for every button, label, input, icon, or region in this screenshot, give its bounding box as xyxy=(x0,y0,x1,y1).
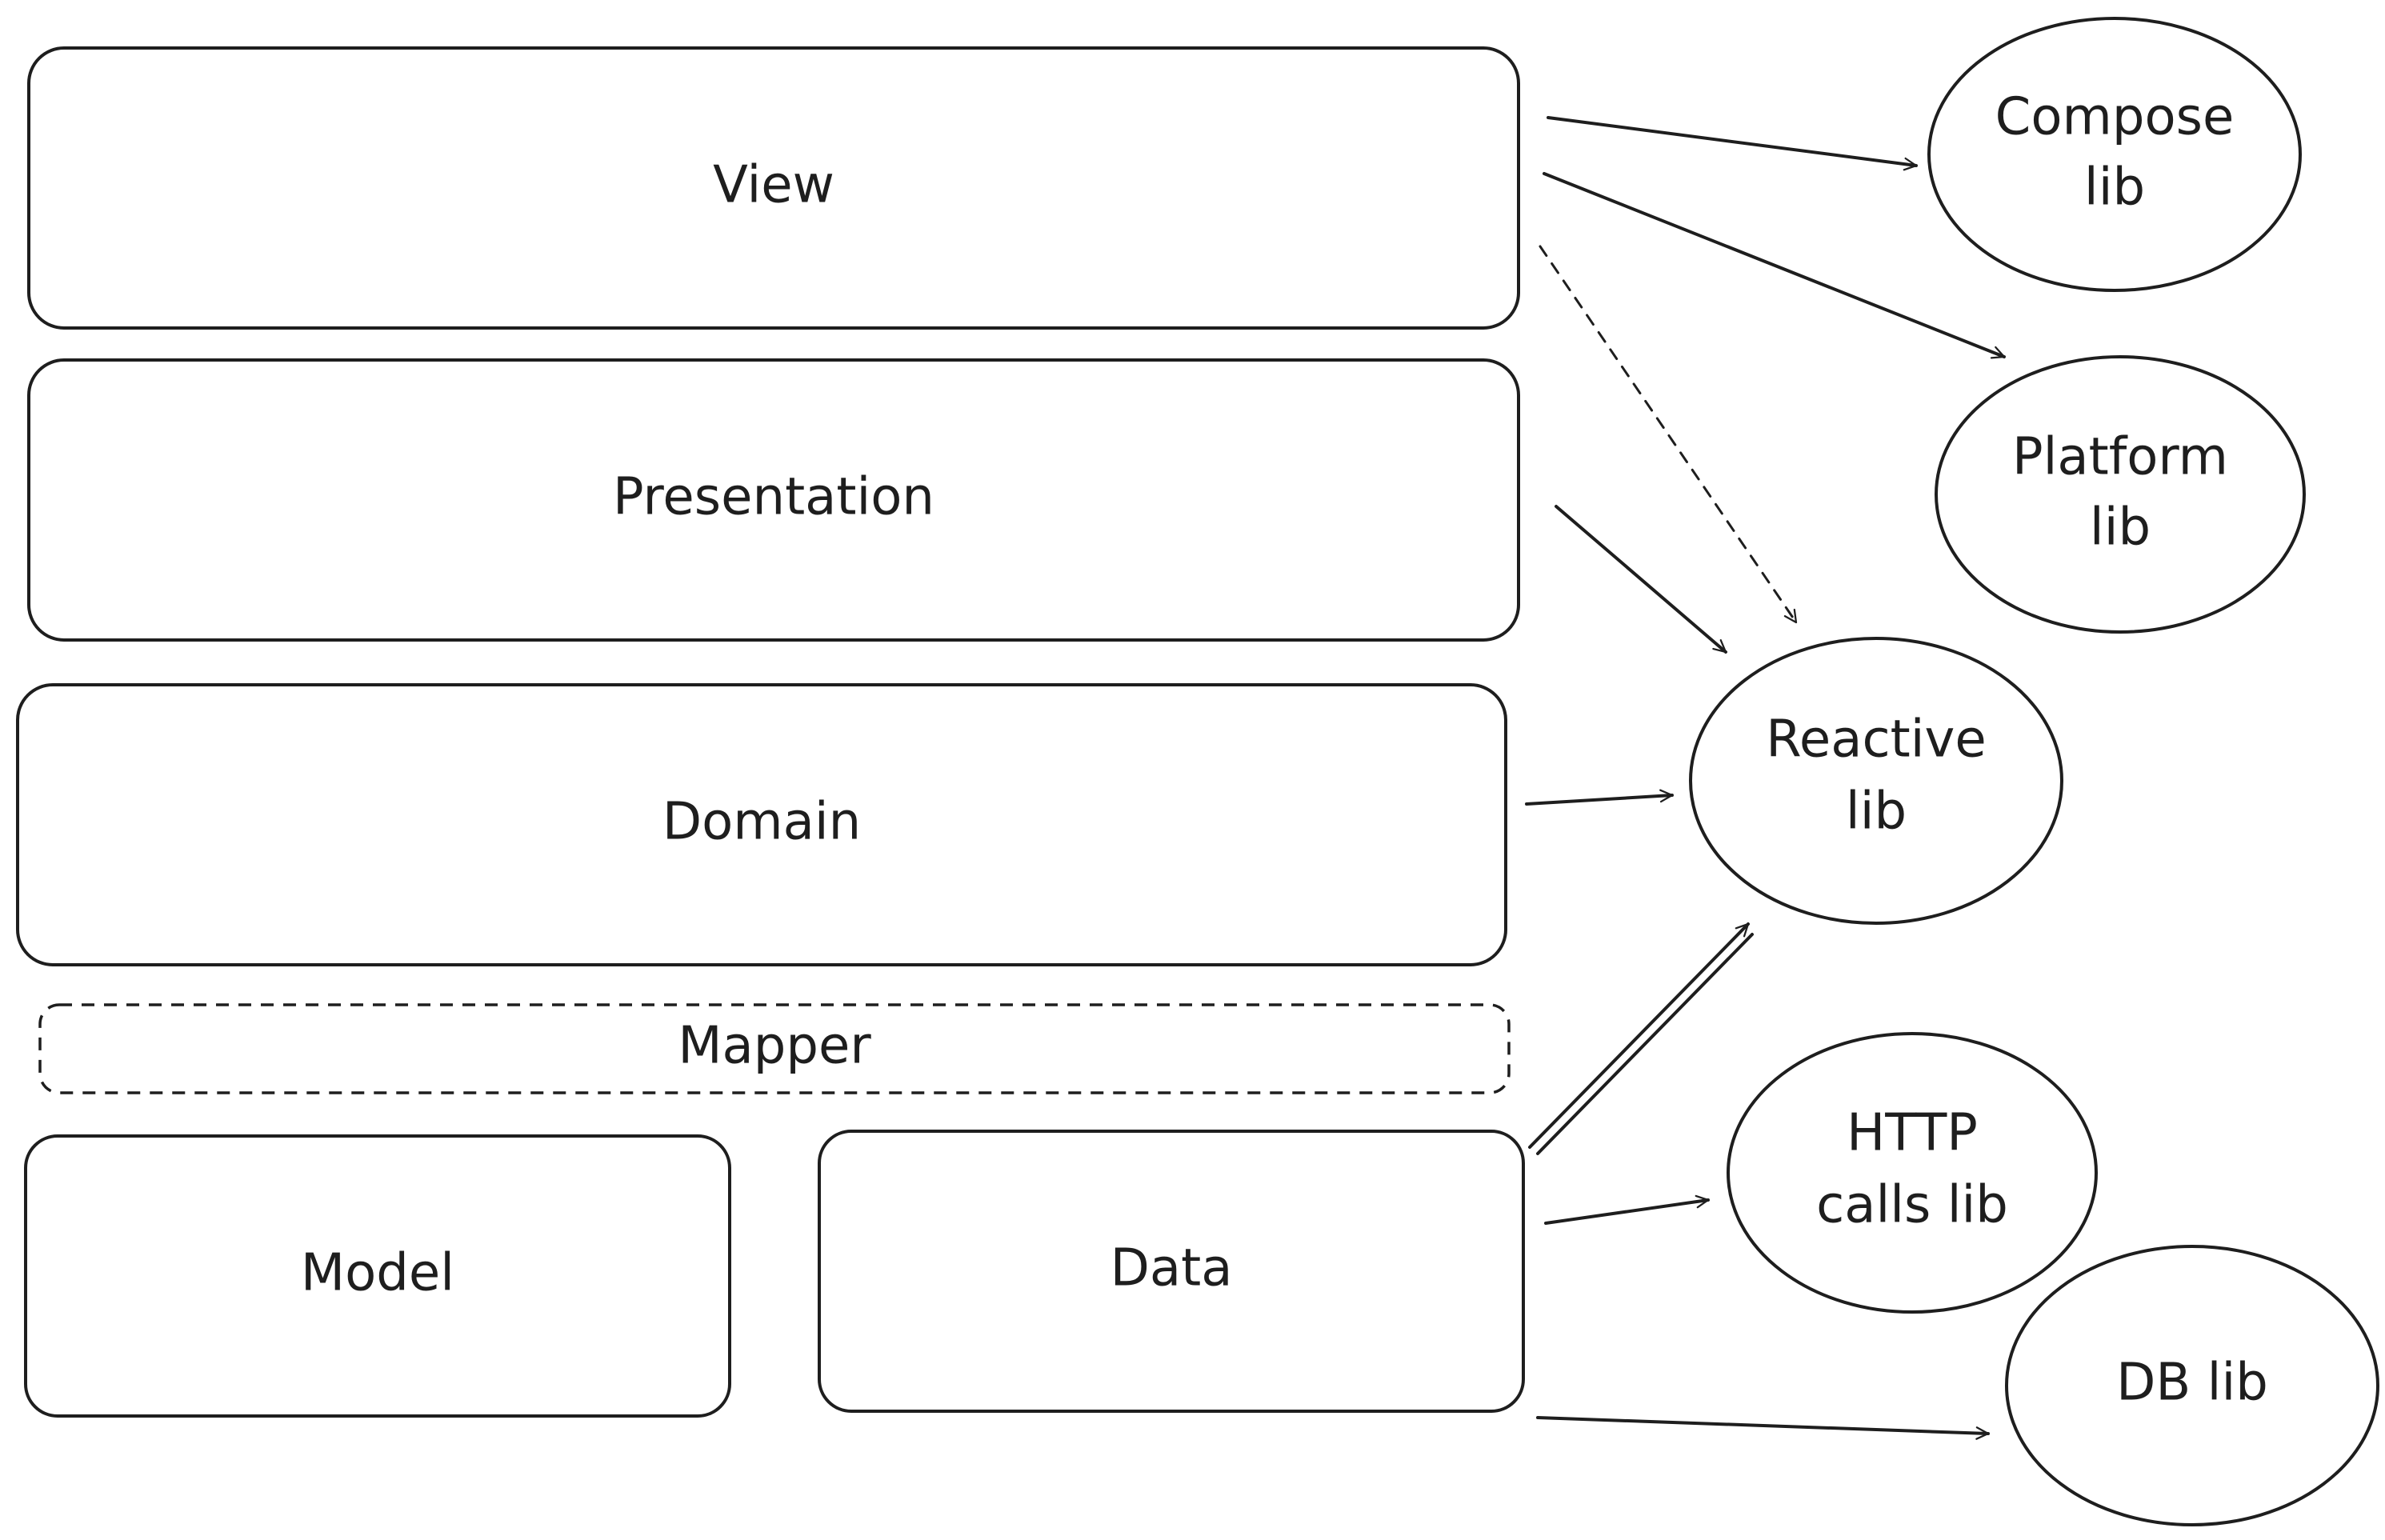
arrow-view-to-compose xyxy=(1547,116,1918,171)
data-label: Data xyxy=(1110,1239,1233,1298)
domain-layer[interactable]: Domain xyxy=(16,683,1507,966)
reactive-lib-label-line2: lib xyxy=(1846,782,1907,842)
http-lib-node[interactable]: HTTP calls lib xyxy=(1727,1032,2098,1314)
data-layer[interactable]: Data xyxy=(818,1130,1525,1413)
compose-lib-label-line1: Compose xyxy=(1995,88,2235,147)
presentation-layer[interactable]: Presentation xyxy=(27,358,1520,642)
mapper-label: Mapper xyxy=(678,1017,871,1076)
reactive-lib-label-line1: Reactive xyxy=(1766,710,1987,770)
reactive-lib-node[interactable]: Reactive lib xyxy=(1689,637,2063,925)
presentation-label: Presentation xyxy=(613,468,934,527)
arrow-presentation-to-reactive xyxy=(1555,505,1727,654)
arrow-view-to-reactive-dashed xyxy=(1539,245,1798,624)
arrow-domain-to-reactive xyxy=(1525,789,1674,806)
db-lib-label: DB lib xyxy=(2116,1354,2268,1413)
compose-lib-label-line2: lib xyxy=(2084,158,2145,218)
platform-lib-label-line1: Platform xyxy=(2012,428,2228,487)
platform-lib-node[interactable]: Platform lib xyxy=(1935,355,2306,634)
http-lib-label-line1: HTTP xyxy=(1847,1104,1978,1163)
view-label: View xyxy=(713,156,834,215)
domain-label: Domain xyxy=(662,793,861,852)
view-layer[interactable]: View xyxy=(27,46,1520,330)
mapper-layer[interactable]: Mapper xyxy=(38,1003,1511,1094)
arrow-view-to-platform xyxy=(1543,172,2006,359)
arrow-data-to-db xyxy=(1536,1416,1990,1440)
arrow-data-to-reactive xyxy=(1528,922,1754,1155)
platform-lib-label-line2: lib xyxy=(2090,498,2151,558)
model-layer[interactable]: Model xyxy=(24,1134,731,1418)
compose-lib-node[interactable]: Compose lib xyxy=(1927,17,2302,292)
db-lib-node[interactable]: DB lib xyxy=(2005,1245,2379,1526)
model-label: Model xyxy=(301,1244,454,1303)
http-lib-label-line2: calls lib xyxy=(1816,1176,2008,1235)
arrow-data-to-http xyxy=(1544,1194,1710,1225)
